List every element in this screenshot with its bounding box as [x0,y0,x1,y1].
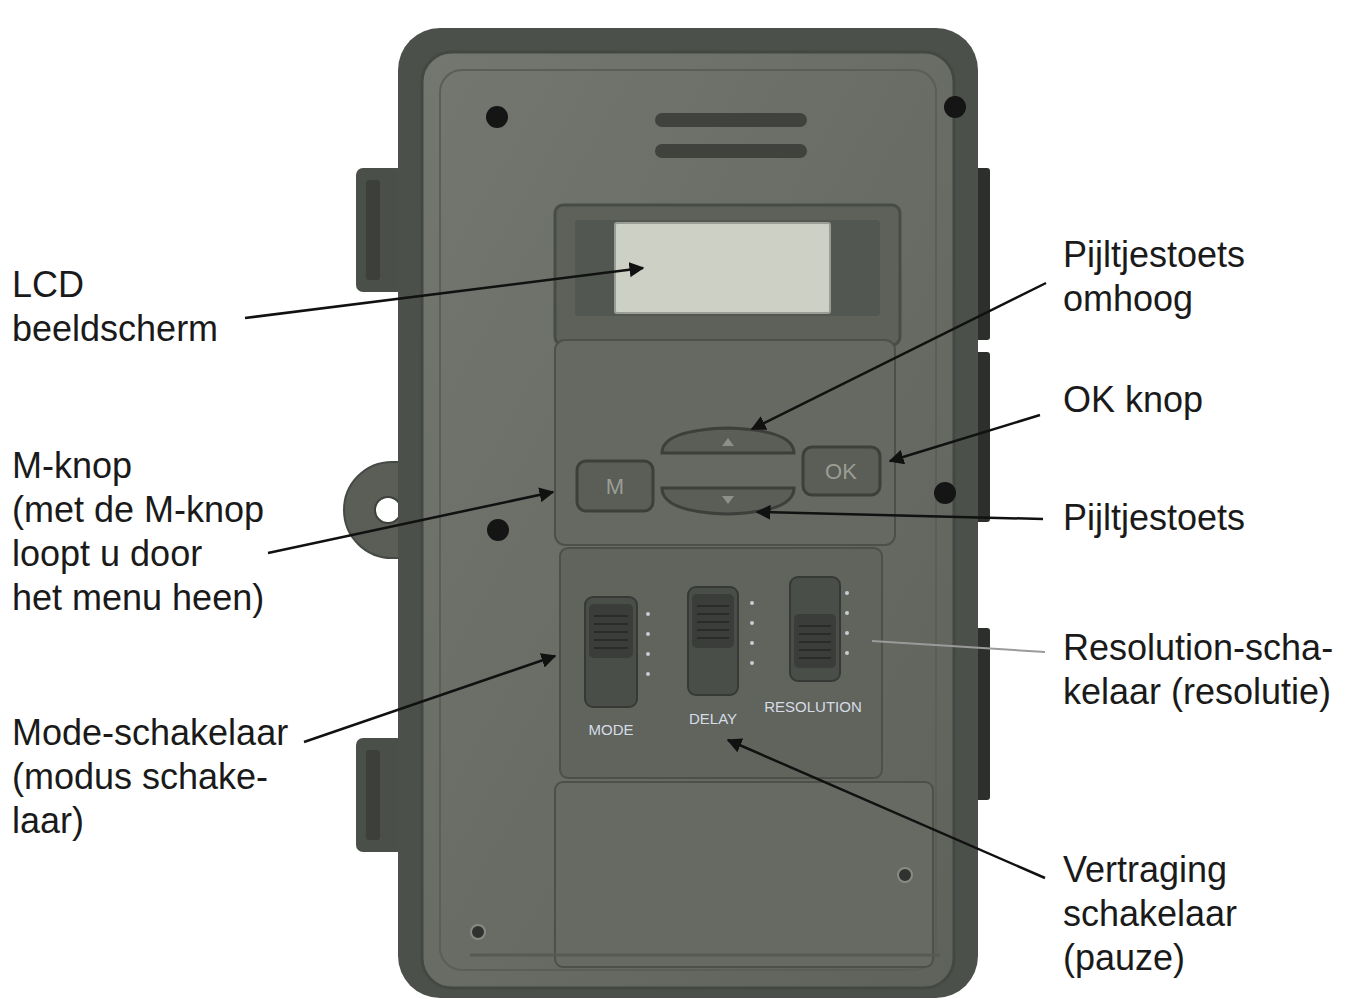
face-rim [440,70,936,970]
label-line: (met de M-knop [12,488,264,532]
up-button [662,428,794,453]
down-button [662,488,794,514]
screw-hole [486,106,508,128]
seam [470,954,940,957]
position-dots [845,591,849,655]
label-line: loopt u door [12,532,264,576]
clip-groove [366,180,380,280]
callout-label: Vertraging schakelaar (pauze) [1063,848,1237,980]
dot [845,591,849,595]
leader-line [268,492,553,553]
leader-line [757,512,1043,519]
lcd-window [575,220,880,316]
label-line: laar) [12,799,288,843]
dot [646,672,650,676]
clip [356,168,404,292]
label-line: Pijltjestoets [1063,496,1245,540]
battery-cover [555,782,933,967]
label-line: schakelaar [1063,892,1237,936]
position-dots [750,601,754,665]
label-line: Vertraging [1063,848,1237,892]
dot [646,632,650,636]
leader-line [728,740,1045,878]
clip [356,738,404,852]
button-text: M [606,476,624,498]
label-line: beeldscherm [12,307,218,351]
dot [845,651,849,655]
slider-ribs [697,606,729,638]
label-line: omhoog [1063,277,1245,321]
speaker-slots [655,113,807,158]
resolution-switch [790,577,849,681]
slider-ribs [594,616,628,648]
switch-slider [794,614,836,668]
leader-line [752,283,1046,429]
dot [845,631,849,635]
callout-label: M-knop (met de M-knop loopt u door het m… [12,444,264,620]
callout-label: Pijltjestoets [1063,496,1245,540]
callout-label: Resolution-scha- kelaar (resolutie) [1063,626,1333,714]
up-symbol [722,438,734,446]
lcd-screen [615,223,830,313]
screw [471,925,485,939]
switch-panel [560,548,882,778]
screw-hole [944,96,966,118]
switch-label: MODE [589,722,634,737]
ok-button [803,447,880,495]
button-text: OK [825,461,857,483]
dot [845,611,849,615]
label-line: Resolution-scha- [1063,626,1333,670]
down-symbol [722,496,734,504]
dot [750,601,754,605]
leader-line [872,641,1045,652]
switch-slider [692,594,734,648]
label-line: kelaar (resolutie) [1063,670,1333,714]
slot [655,113,807,127]
screw [898,868,912,882]
dot [750,641,754,645]
label-line: (modus schake- [12,755,288,799]
mode-switch [585,597,650,707]
screw-hole [487,519,509,541]
front-face [422,52,954,988]
strap-hole [375,497,401,523]
callout-label: Mode-schakelaar (modus schake- laar) [12,711,288,843]
leader-line [890,415,1040,461]
m-button [577,461,653,511]
switch-slider [589,604,633,658]
dot [646,652,650,656]
screw-hole [934,482,956,504]
label-line: OK knop [1063,378,1203,422]
callout-label: OK knop [1063,378,1203,422]
lcd-bezel [555,205,900,345]
label-line: LCD [12,263,218,307]
slider-ribs [799,626,831,658]
clip-groove [366,750,380,840]
callout-label: Pijltjestoets omhoog [1063,233,1245,321]
switch-label: RESOLUTION [764,699,862,714]
delay-switch [688,587,754,695]
switch-track [585,597,637,707]
leader-line [245,268,643,318]
dot [750,621,754,625]
dot [646,612,650,616]
switch-label: DELAY [689,711,737,726]
housing [398,28,978,998]
position-dots [646,612,650,676]
label-line: Mode-schakelaar [12,711,288,755]
leader-lines [245,268,1046,878]
slot [655,144,807,158]
callout-label: LCD beeldscherm [12,263,218,351]
dot [750,661,754,665]
label-line: het menu heen) [12,576,264,620]
switch-track [790,577,840,681]
label-line: Pijltjestoets [1063,233,1245,277]
label-line: (pauze) [1063,936,1237,980]
switch-track [688,587,738,695]
label-line: M-knop [12,444,264,488]
leader-line [304,656,555,742]
